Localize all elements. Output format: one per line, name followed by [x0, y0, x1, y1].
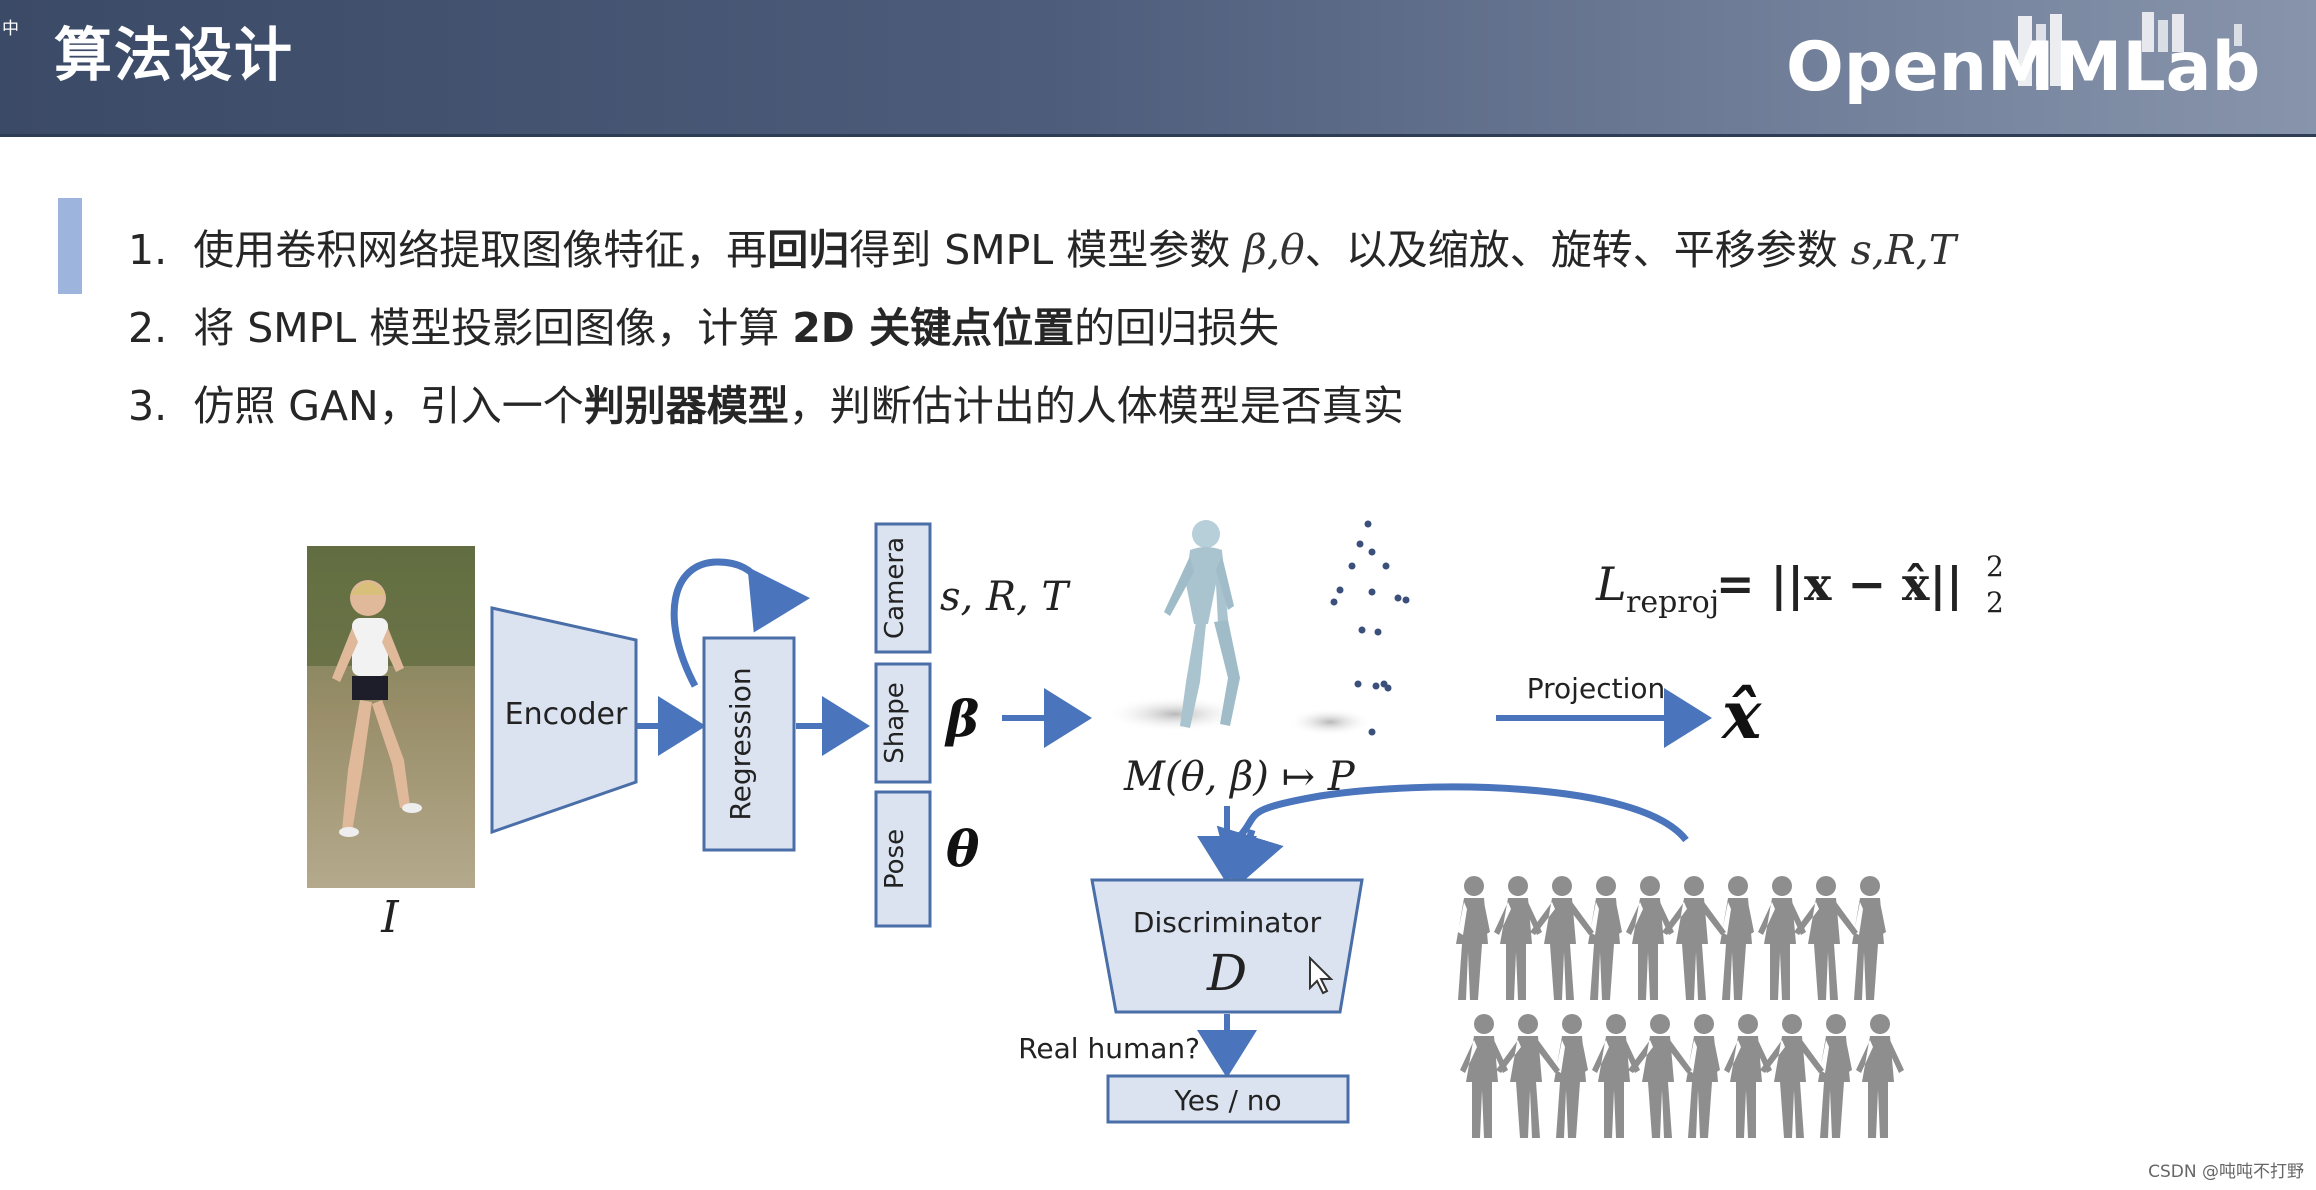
input-label: I	[380, 892, 400, 943]
output-label: Yes / no	[1173, 1084, 1281, 1117]
bullet-3: 3. 仿照 GAN，引入一个判别器模型，判断估计出的人体模型是否真实	[128, 376, 1404, 436]
mesh-figure	[1720, 876, 1754, 1000]
mesh-figure	[1628, 1014, 1692, 1138]
mesh-figure	[1818, 1014, 1852, 1138]
camera-label: Camera	[880, 537, 910, 639]
mesh-figure	[1496, 1014, 1560, 1138]
mesh-figure	[1456, 876, 1490, 1000]
diagram-canvas: I Encoder Regression Camera Shape Pose s…	[0, 500, 2316, 1140]
bullet-text: 使用卷积网络提取图像特征，再	[193, 226, 767, 274]
shape-param: β	[944, 689, 979, 748]
mesh-figure	[1554, 1014, 1588, 1138]
mesh-figure	[1794, 876, 1858, 1000]
loss-expression: = ||x − x̂||	[1716, 557, 1963, 611]
bullet-text: 得到 SMPL 模型参数	[849, 226, 1243, 274]
mesh-figure	[1760, 1014, 1824, 1138]
mesh-figure	[1686, 1014, 1720, 1138]
mesh-figure	[1588, 876, 1622, 1000]
pose-param: θ	[946, 819, 980, 878]
mesh-figure	[1724, 1014, 1772, 1138]
bullet-text: 将 SMPL 模型投影回图像，计算	[193, 304, 792, 352]
regression-label: Regression	[724, 667, 757, 820]
real-data-arrow	[1238, 830, 1252, 876]
title-bar: 中 算法设计 OpenMMLab	[0, 0, 2316, 137]
shape-label: Shape	[880, 682, 910, 763]
mesh-figure	[1494, 876, 1542, 1000]
openmmlab-logo: OpenMMLab	[1782, 10, 2302, 120]
mesh-figure	[1662, 876, 1726, 1000]
corner-glyph: 中	[2, 14, 19, 39]
bullet-bold-text: 2D 关键点位置	[792, 304, 1074, 352]
camera-params: s, R, T	[940, 574, 1072, 620]
reprojection-loss: L reproj = ||x − x̂|| 2 2	[1595, 550, 2004, 620]
bullet-bold-text: 回归	[767, 226, 849, 274]
real-mesh-gallery	[1456, 876, 1904, 1138]
bullet-text: 的回归损失	[1074, 304, 1279, 352]
projected-keypoints-symbol: x̂	[1720, 676, 1762, 754]
input-image	[307, 546, 475, 888]
projection-label: Projection	[1527, 672, 1665, 705]
loss-subscript: reproj	[1626, 585, 1719, 620]
bullet-number: 1.	[128, 226, 167, 274]
bullet-bold-text: 判别器模型	[584, 382, 789, 430]
math-s-r-t: s,R,T	[1851, 226, 1956, 274]
mesh-figure	[1852, 876, 1886, 1000]
pose-label: Pose	[880, 829, 910, 889]
loss-superscript: 2	[1986, 550, 2004, 583]
loss-symbol: L	[1595, 557, 1627, 611]
bullet-number: 2.	[128, 304, 167, 352]
bullet-2: 2. 将 SMPL 模型投影回图像，计算 2D 关键点位置的回归损失	[128, 298, 1279, 358]
mesh-figure	[1530, 876, 1594, 1000]
page-title: 算法设计	[54, 8, 294, 92]
hmr-architecture-diagram: I Encoder Regression Camera Shape Pose s…	[0, 500, 2316, 1140]
watermark: CSDN @吨吨不打野	[2148, 1157, 2304, 1182]
bullet-text: 仿照 GAN，引入一个	[193, 382, 584, 430]
accent-bar	[58, 198, 82, 294]
mesh-figure	[1592, 1014, 1640, 1138]
bullet-text: 、以及缩放、旋转、平移参数	[1305, 226, 1851, 274]
mesh-figure	[1626, 876, 1674, 1000]
mesh-figure	[1758, 876, 1806, 1000]
mesh-figure	[1856, 1014, 1904, 1138]
math-beta-theta: β,θ	[1243, 226, 1304, 274]
bullet-1: 1. 使用卷积网络提取图像特征，再回归得到 SMPL 模型参数 β,θ、以及缩放…	[128, 220, 1956, 280]
real-data-arrow-shaft	[1240, 787, 1686, 840]
discriminator-symbol: D	[1206, 944, 1247, 1002]
smpl-body-mesh	[1105, 520, 1372, 736]
bullet-text: ，判断估计出的人体模型是否真实	[789, 382, 1404, 430]
mesh-figure	[1460, 1014, 1508, 1138]
loss-norm-subscript: 2	[1986, 586, 2004, 619]
question-label: Real human?	[1018, 1032, 1200, 1065]
encoder-label: Encoder	[505, 697, 628, 732]
discriminator-label: Discriminator	[1133, 906, 1322, 939]
keypoints-cloud	[1331, 521, 1410, 736]
bullet-number: 3.	[128, 382, 167, 430]
